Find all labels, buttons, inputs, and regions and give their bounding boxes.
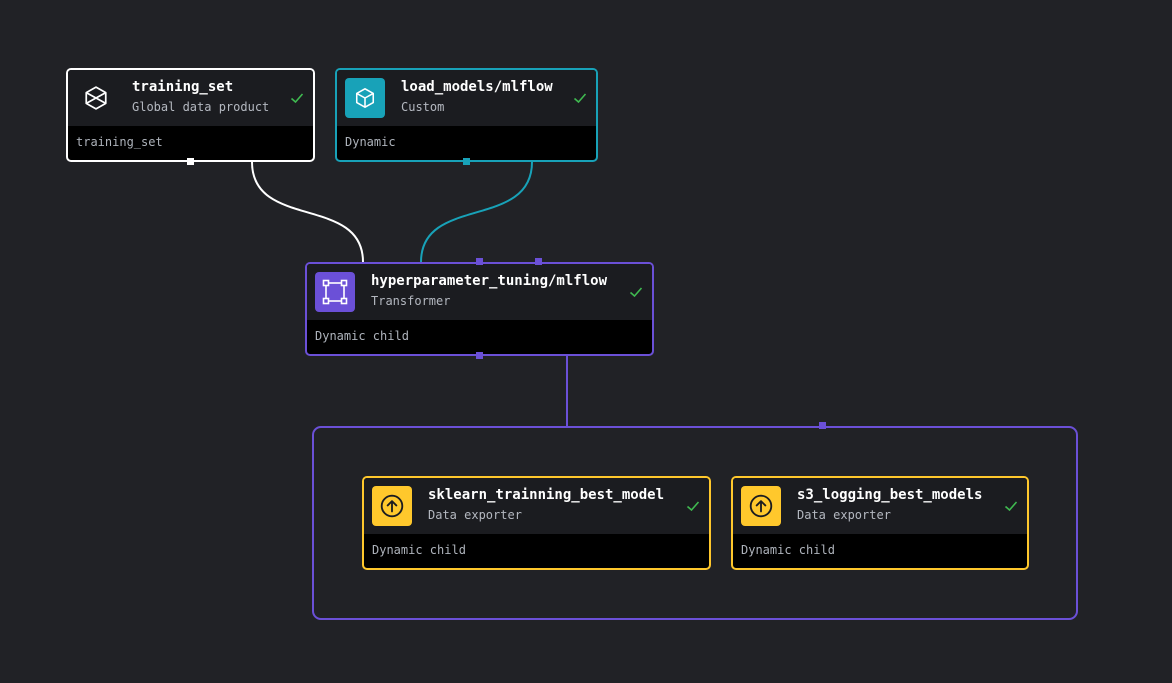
- node-title: sklearn_trainning_best_model: [428, 487, 665, 503]
- node-header: sklearn_trainning_best_model Data export…: [364, 478, 709, 534]
- input-port[interactable]: [819, 422, 826, 429]
- node-title: hyperparameter_tuning/mlflow: [371, 273, 608, 289]
- node-header: hyperparameter_tuning/mlflow Transformer: [307, 264, 652, 320]
- node-sklearn-training-best-model[interactable]: sklearn_trainning_best_model Data export…: [362, 476, 711, 570]
- node-footer: Dynamic child: [372, 543, 466, 557]
- node-header: load_models/mlflow Custom: [337, 70, 596, 126]
- check-icon: [1004, 501, 1018, 512]
- node-subtitle: Transformer: [371, 294, 451, 308]
- edge-training-set-to-hyperparameter: [251, 161, 364, 263]
- upload-icon: [741, 486, 781, 526]
- node-footer: Dynamic child: [741, 543, 835, 557]
- check-icon: [629, 287, 643, 298]
- node-title: training_set: [132, 79, 234, 95]
- dynamic-child-group[interactable]: [312, 426, 1078, 620]
- check-icon: [686, 501, 700, 512]
- check-icon: [573, 93, 587, 104]
- node-footer: training_set: [76, 135, 163, 149]
- node-training-set[interactable]: training_set Global data product trainin…: [66, 68, 315, 162]
- node-subtitle: Global data product: [132, 100, 270, 114]
- output-port[interactable]: [476, 352, 483, 359]
- input-port[interactable]: [476, 258, 483, 265]
- node-subtitle: Data exporter: [797, 508, 891, 522]
- output-port[interactable]: [187, 158, 194, 165]
- cube-outline-icon: [76, 78, 116, 118]
- output-port[interactable]: [463, 158, 470, 165]
- transformer-frame-icon: [315, 272, 355, 312]
- node-hyperparameter-tuning[interactable]: hyperparameter_tuning/mlflow Transformer…: [305, 262, 654, 356]
- node-s3-logging-best-models[interactable]: s3_logging_best_models Data exporter Dyn…: [731, 476, 1029, 570]
- input-port[interactable]: [535, 258, 542, 265]
- node-load-models[interactable]: load_models/mlflow Custom Dynamic: [335, 68, 598, 162]
- node-title: load_models/mlflow: [401, 79, 553, 95]
- check-icon: [290, 93, 304, 104]
- edge-load-models-to-hyperparameter: [420, 161, 533, 263]
- node-header: s3_logging_best_models Data exporter: [733, 478, 1027, 534]
- node-header: training_set Global data product: [68, 70, 313, 126]
- upload-icon: [372, 486, 412, 526]
- cube-icon: [345, 78, 385, 118]
- node-footer: Dynamic child: [315, 329, 409, 343]
- node-title: s3_logging_best_models: [797, 487, 983, 503]
- node-subtitle: Data exporter: [428, 508, 522, 522]
- node-subtitle: Custom: [401, 100, 445, 114]
- node-footer: Dynamic: [345, 135, 396, 149]
